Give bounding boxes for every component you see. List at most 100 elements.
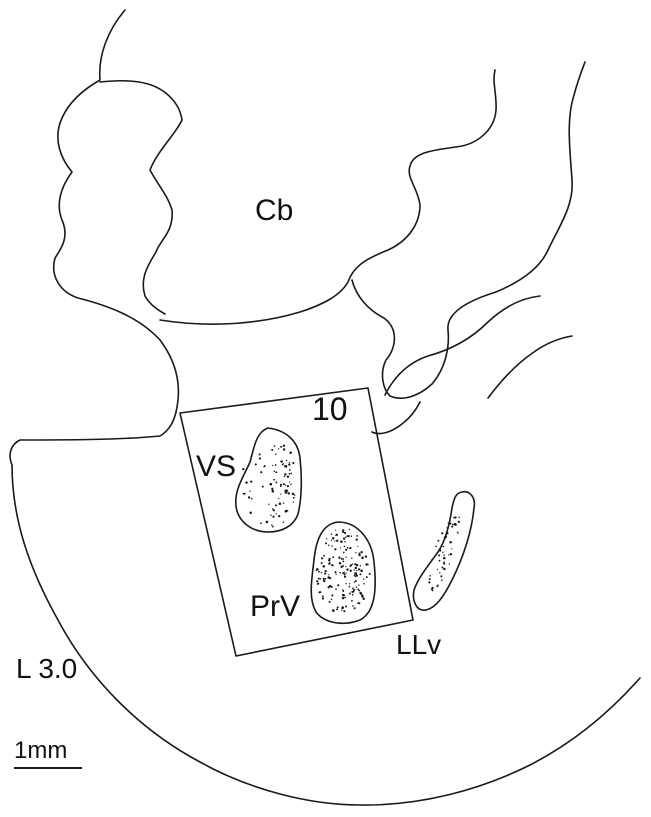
peduncle-line-upper (385, 296, 540, 395)
stipple-dot (343, 552, 345, 554)
stipple-dot (351, 535, 353, 537)
lateral-level-label: L 3.0 (16, 653, 77, 684)
stipple-dot (436, 585, 438, 587)
stipple-dot (350, 570, 352, 572)
stipple-dot (345, 605, 347, 607)
stipple-dot (455, 516, 456, 517)
box-number-label: 10 (312, 391, 348, 427)
stipple-dot (358, 554, 360, 556)
stipple-dot (279, 503, 282, 506)
stipple-dot (458, 521, 460, 523)
stipple-dot (344, 541, 346, 543)
stipple-dot (342, 561, 344, 563)
stipple-dot (358, 568, 360, 570)
stipple-dot (340, 547, 341, 548)
stipple-dot (429, 578, 431, 580)
stipple-dot (351, 557, 352, 558)
llv-nucleus (414, 492, 475, 611)
stipple-dot (276, 513, 277, 514)
stipple-dot (354, 563, 356, 565)
stipple-dot (282, 464, 284, 466)
stipple-dot (352, 605, 354, 607)
stipple-dot (363, 578, 364, 579)
stipple-dot (338, 557, 340, 559)
stipple-dot (339, 572, 341, 574)
stipple-dot (293, 497, 295, 499)
stipple-dot (343, 594, 345, 596)
stipple-dot (451, 526, 453, 528)
stipple-dot (341, 610, 342, 611)
stipple-dot (325, 542, 327, 544)
stipple-dot (447, 527, 449, 529)
stipple-dot (437, 569, 438, 570)
stipple-dot (287, 492, 289, 494)
stipple-dot (444, 557, 445, 558)
stipple-dot (284, 474, 286, 476)
stipple-dot (342, 529, 344, 531)
stipple-dot (271, 524, 273, 526)
stipple-dot (325, 570, 327, 572)
stipple-dot (343, 610, 345, 612)
stipple-dot (292, 493, 295, 496)
stipple-dot (344, 597, 346, 599)
stipple-dot (369, 573, 371, 575)
stipple-dot (331, 599, 333, 601)
cb-label: Cb (255, 194, 293, 227)
vs-label: VS (196, 450, 236, 483)
stipple-dot (359, 573, 361, 575)
stipple-dot (249, 491, 250, 492)
stipple-dot (270, 483, 273, 486)
stipple-dot (349, 547, 351, 549)
stipple-dot (332, 556, 334, 558)
stipple-dot (358, 585, 359, 586)
stipple-dot (357, 602, 359, 604)
stipple-dot (336, 534, 338, 536)
stipple-dot (248, 496, 250, 498)
stipple-dot (280, 446, 282, 448)
vs-nucleus (236, 428, 302, 532)
stipple-dot (289, 452, 292, 455)
stipple-dot (242, 468, 244, 470)
stipple-dot (289, 473, 291, 475)
stipple-dot (350, 564, 352, 566)
prv-label: PrV (250, 590, 300, 623)
stipple-dot (331, 564, 333, 566)
stipple-dot (272, 526, 274, 528)
stipple-dot (449, 522, 451, 524)
stipple-dot (431, 588, 433, 590)
stipple-dot (366, 576, 367, 577)
stipple-dot (268, 504, 269, 505)
stipple-dot (349, 586, 351, 588)
stipple-dot (342, 597, 345, 600)
stipple-dot (344, 532, 346, 534)
stipple-dot (334, 540, 335, 541)
stipple-dot (335, 588, 337, 590)
stipple-dot (262, 486, 264, 488)
stipple-dot (331, 540, 332, 541)
stipple-dot (278, 498, 279, 499)
stipple-dot (272, 465, 273, 466)
stipple-dot (283, 502, 284, 503)
stipple-dot (280, 494, 281, 495)
stipple-dot (294, 495, 295, 496)
stipple-dot (278, 448, 279, 449)
stipple-dot (287, 475, 289, 477)
stipple-dot (284, 476, 286, 478)
stipple-dot (321, 572, 322, 573)
stipple-dot (451, 548, 452, 549)
stipple-dot (270, 514, 272, 516)
stipple-dot (328, 545, 329, 546)
stipple-dot (280, 485, 282, 487)
stipple-dot (275, 481, 277, 483)
stipple-dot (323, 578, 325, 580)
stipple-dot (458, 517, 460, 519)
stipple-dot (283, 448, 285, 450)
stipple-dot (285, 484, 286, 485)
stipple-dot (360, 551, 362, 553)
stipple-dot (289, 481, 290, 482)
stipple-dot (283, 483, 285, 485)
stipple-dot (332, 609, 335, 612)
stipple-dot (331, 594, 333, 596)
stipple-dot (332, 537, 334, 539)
